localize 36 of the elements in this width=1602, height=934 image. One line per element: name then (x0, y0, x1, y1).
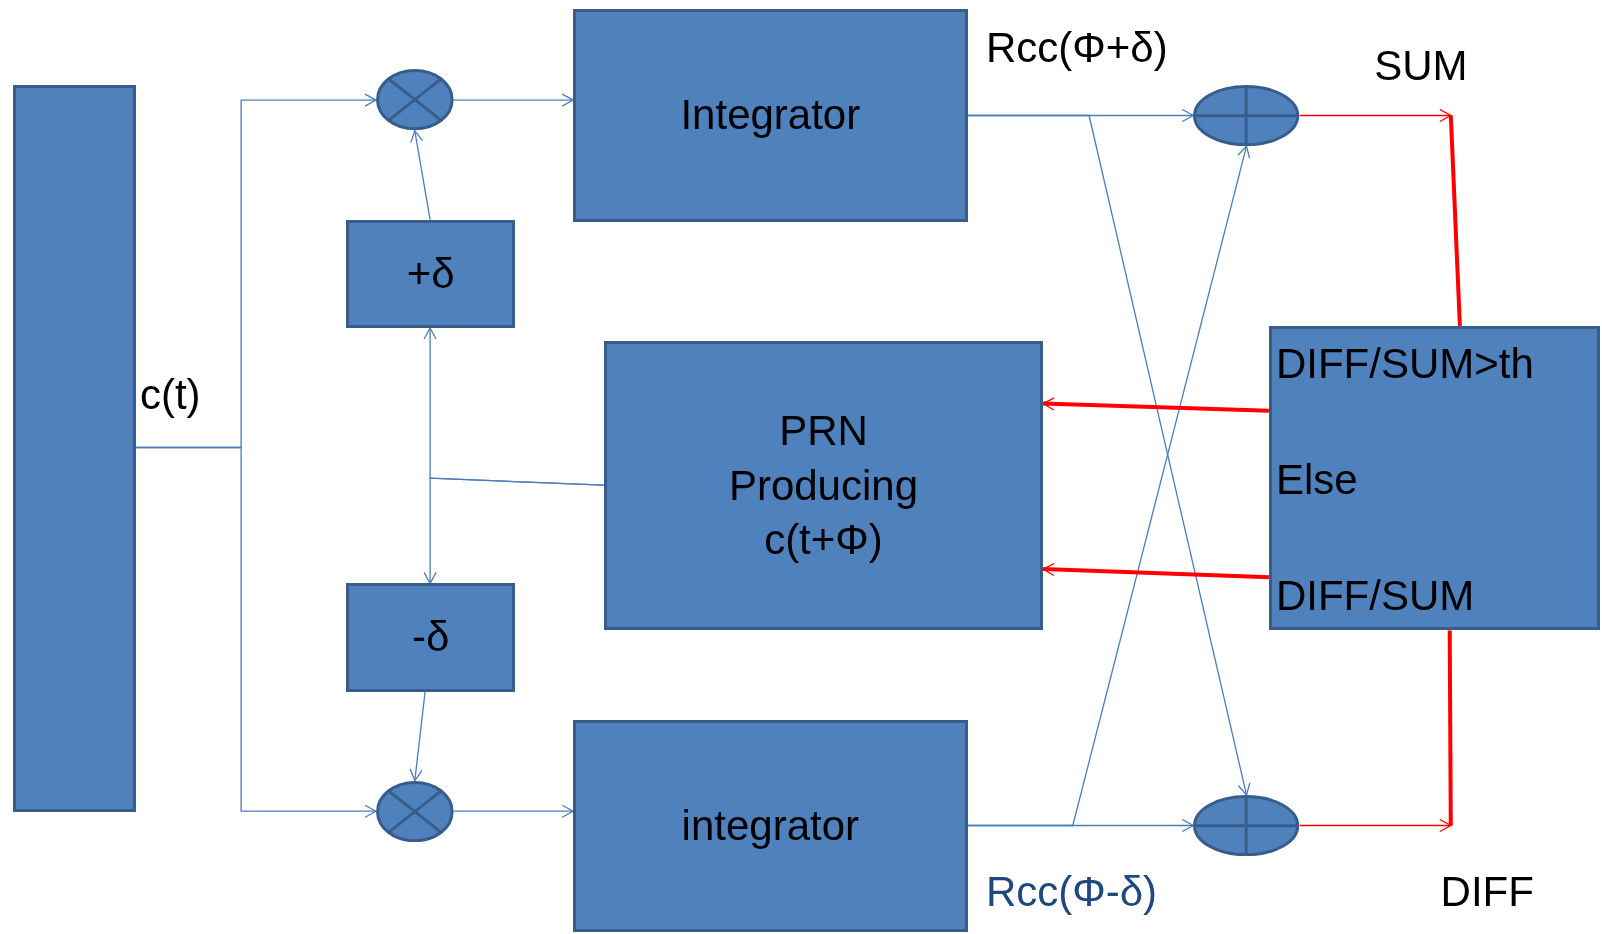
block-label: PRN Producing c(t+Φ) (727, 405, 920, 566)
block-label: integrator (681, 800, 860, 851)
process-box (603, 341, 1044, 631)
block-label: DIFF/SUM>th (1275, 338, 1534, 389)
signal-block (13, 84, 136, 813)
arrow (423, 477, 605, 585)
process-box (573, 720, 968, 932)
block-label: DIFF/SUM (1275, 570, 1475, 621)
signal-label: DIFF (1440, 871, 1534, 914)
block-label: +δ (406, 248, 455, 299)
arrow (1298, 108, 1452, 123)
block-label: Integrator (680, 90, 861, 141)
adder-symbol (1193, 794, 1300, 857)
process-box (1268, 325, 1600, 631)
process-box (573, 9, 968, 222)
signal-label: c(t) (139, 373, 201, 416)
adder-symbol (1193, 84, 1300, 147)
multiplier-symbol (375, 780, 454, 842)
arrow (1298, 818, 1452, 833)
arrow (135, 446, 377, 818)
block-label: Else (1275, 454, 1358, 505)
arrow (452, 804, 574, 818)
arrow (452, 93, 574, 107)
block-label: -δ (411, 612, 450, 663)
process-box (346, 219, 515, 328)
arrow (410, 130, 431, 221)
connector-line (1448, 115, 1462, 326)
connector-line (1447, 630, 1453, 826)
signal-label: SUM (1374, 44, 1468, 87)
arrow (1042, 562, 1269, 580)
process-box (346, 583, 515, 692)
signal-label: Rcc(Φ+δ) (985, 26, 1168, 69)
multiplier-symbol (375, 69, 454, 131)
signal-label: Rcc(Φ-δ) (985, 871, 1158, 914)
arrow (1042, 397, 1269, 413)
arrow (409, 691, 426, 782)
